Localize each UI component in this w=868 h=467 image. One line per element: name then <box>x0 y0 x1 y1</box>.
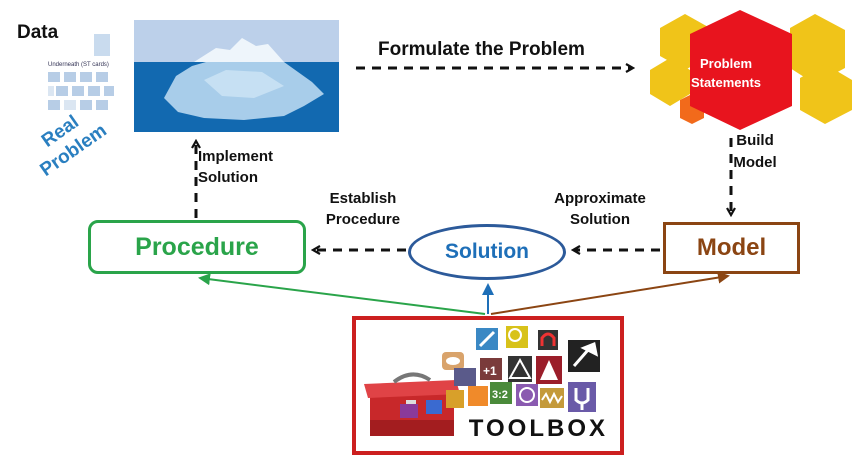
approximate-solution-label: Approximate Solution <box>545 188 655 230</box>
toolbox-label: TOOLBOX <box>468 415 608 442</box>
document-grid-icon <box>36 22 122 122</box>
svg-text:+1: +1 <box>483 364 497 378</box>
toolbox-to-procedure-arrow <box>198 273 486 315</box>
magnifier-icon <box>506 326 528 348</box>
yellow-hexagon-right <box>790 14 845 84</box>
pencil-icon <box>426 400 442 414</box>
problem-line-1: Problem <box>699 56 752 71</box>
toolbox-panel: +1 3:2 TOOLBOX <box>352 316 624 455</box>
procedure-node: Procedure <box>88 220 306 274</box>
implement-solution-label: Implement Solution <box>198 146 308 188</box>
arrows-icon <box>454 368 476 386</box>
establish-line-2: Procedure <box>325 211 401 228</box>
ratio-icon <box>490 382 512 404</box>
approx-line-2: Solution <box>570 211 630 228</box>
tools-icon <box>400 404 418 418</box>
pie-chart-icon <box>446 390 464 408</box>
solution-node: Solution <box>408 224 566 280</box>
yellow-hexagon-bottom-right <box>800 64 852 124</box>
build-line-2: Model <box>733 154 777 171</box>
svg-text:3:2: 3:2 <box>492 389 508 401</box>
implement-line-2: Solution <box>198 169 258 186</box>
toolbox-illustration: +1 3:2 <box>364 326 600 436</box>
iceberg-image <box>134 20 339 132</box>
build-line-1: Build <box>736 132 774 149</box>
red-hexagon <box>690 10 792 130</box>
approx-line-1: Approximate <box>554 190 646 207</box>
formulate-label: Formulate the Problem <box>378 39 585 60</box>
toolbox-to-model-arrow <box>490 271 730 315</box>
circle-icon <box>468 386 488 406</box>
problem-line-2: Statements <box>690 75 762 90</box>
data-document-thumbnail: Underneath (ST cards) <box>36 22 122 122</box>
establish-procedure-label: Establish Procedure <box>318 188 408 230</box>
establish-line-1: Establish <box>329 190 397 207</box>
data-label: Data <box>17 22 59 43</box>
model-node: Model <box>663 222 800 274</box>
yellow-hexagon-bottom <box>650 58 690 106</box>
problem-statements-text: Problem Statements <box>676 54 776 92</box>
problem-hexagon-cluster <box>650 10 852 130</box>
plus-one-icon <box>480 358 502 380</box>
build-model-label: Build Model <box>720 130 790 174</box>
implement-line-1: Implement <box>198 148 274 165</box>
document-caption: Underneath (ST cards) <box>48 62 109 68</box>
